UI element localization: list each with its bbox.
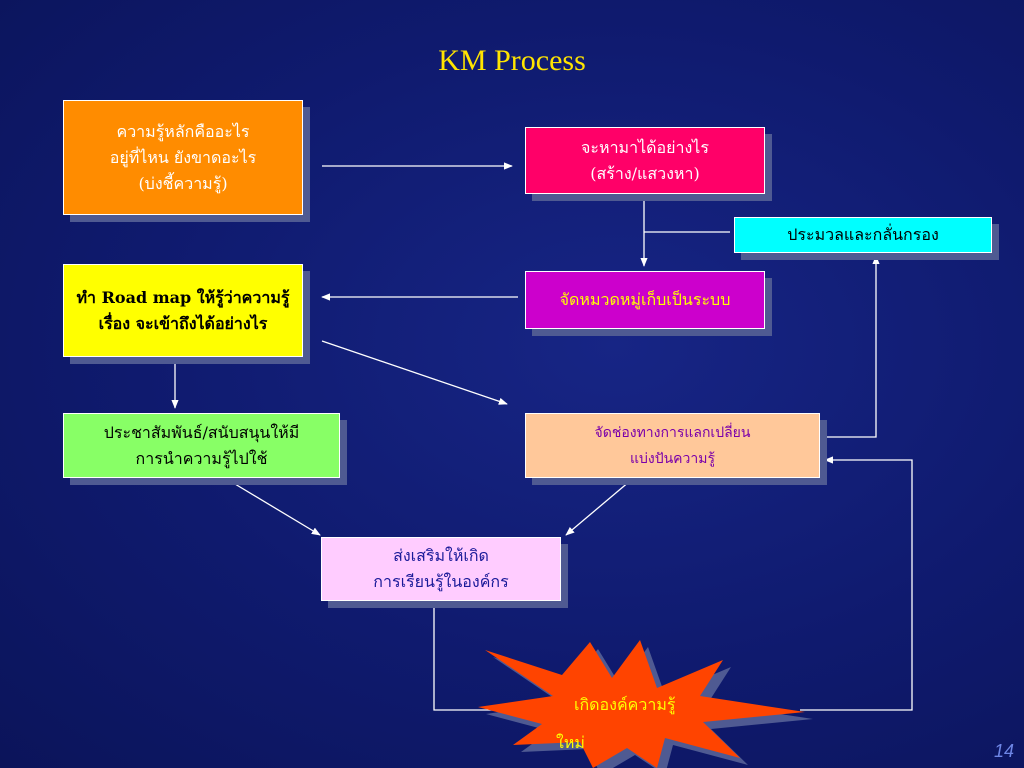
sharing-channel-box: จัดช่องทางการแลกเปลี่ยน แบ่งปันความรู้ — [525, 413, 820, 478]
road-map-box: ทำ Road map ให้รู้ว่าความรู้ เรื่อง จะเข… — [63, 264, 303, 357]
burst-shape — [478, 640, 805, 768]
arrow-b7-to-b3 — [822, 255, 880, 438]
arrow-b4-to-b7 — [321, 340, 508, 405]
slide-number: 14 — [993, 741, 1014, 761]
arrow-burst-to-b7 — [800, 456, 913, 711]
identify-knowledge-box: ความรู้หลักคืออะไร อยู่ที่ไหน ยังขาดอะไร… — [63, 100, 303, 215]
categorize-store-box: จัดหมวดหมู่เก็บเป็นระบบ — [525, 271, 765, 329]
arrow-b6-to-b8 — [229, 480, 321, 536]
slide-title: KM Process — [438, 44, 586, 77]
create-acquire-box: จะหามาได้อย่างไร (สร้าง/แสวงหา) — [525, 127, 765, 194]
process-refine-box: ประมวลและกลั่นกรอง — [734, 217, 992, 253]
line-b8-to-burst — [433, 604, 500, 711]
burst-label-line1: เกิดองค์ความรู้ — [574, 695, 676, 714]
promote-use-box: ประชาสัมพันธ์/สนับสนุนให้มี การนำความรู้… — [63, 413, 340, 478]
learning-org-box: ส่งเสริมให้เกิด การเรียนรู้ในองค์กร — [321, 537, 561, 601]
arrow-b7-to-b8 — [565, 480, 631, 536]
burst-label-line2: ใหม่ — [556, 733, 585, 752]
